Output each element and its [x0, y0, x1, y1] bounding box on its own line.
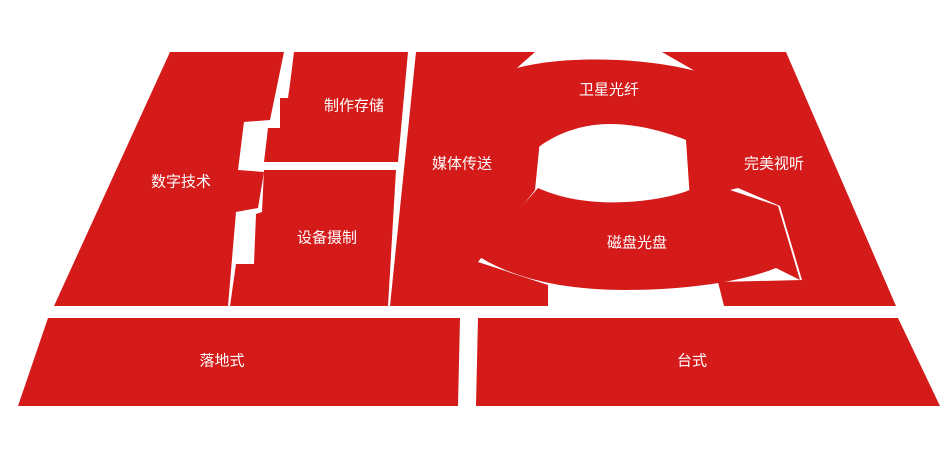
block-floor-standing	[18, 318, 460, 406]
block-perfect-av	[662, 52, 896, 306]
block-desktop	[476, 318, 940, 406]
label-disk-disc: 磁盘光盘	[607, 234, 667, 252]
label-perfect-av: 完美视听	[744, 155, 804, 173]
label-floor-standing: 落地式	[199, 352, 244, 370]
block-media-transmission	[390, 52, 548, 306]
label-media-transmission: 媒体传送	[432, 155, 492, 173]
block-production-storage	[264, 52, 408, 162]
label-production-storage: 制作存储	[324, 97, 384, 115]
block-equipment-capture	[230, 170, 396, 306]
label-satellite-fiber: 卫星光纤	[579, 81, 639, 99]
label-desktop: 台式	[677, 352, 707, 370]
label-digital-tech: 数字技术	[151, 173, 211, 191]
arrow-satellite-fiber	[484, 59, 758, 154]
arrow-disk-disc	[478, 182, 800, 290]
block-digital-tech	[54, 52, 284, 306]
label-equipment-capture: 设备摄制	[297, 229, 357, 247]
